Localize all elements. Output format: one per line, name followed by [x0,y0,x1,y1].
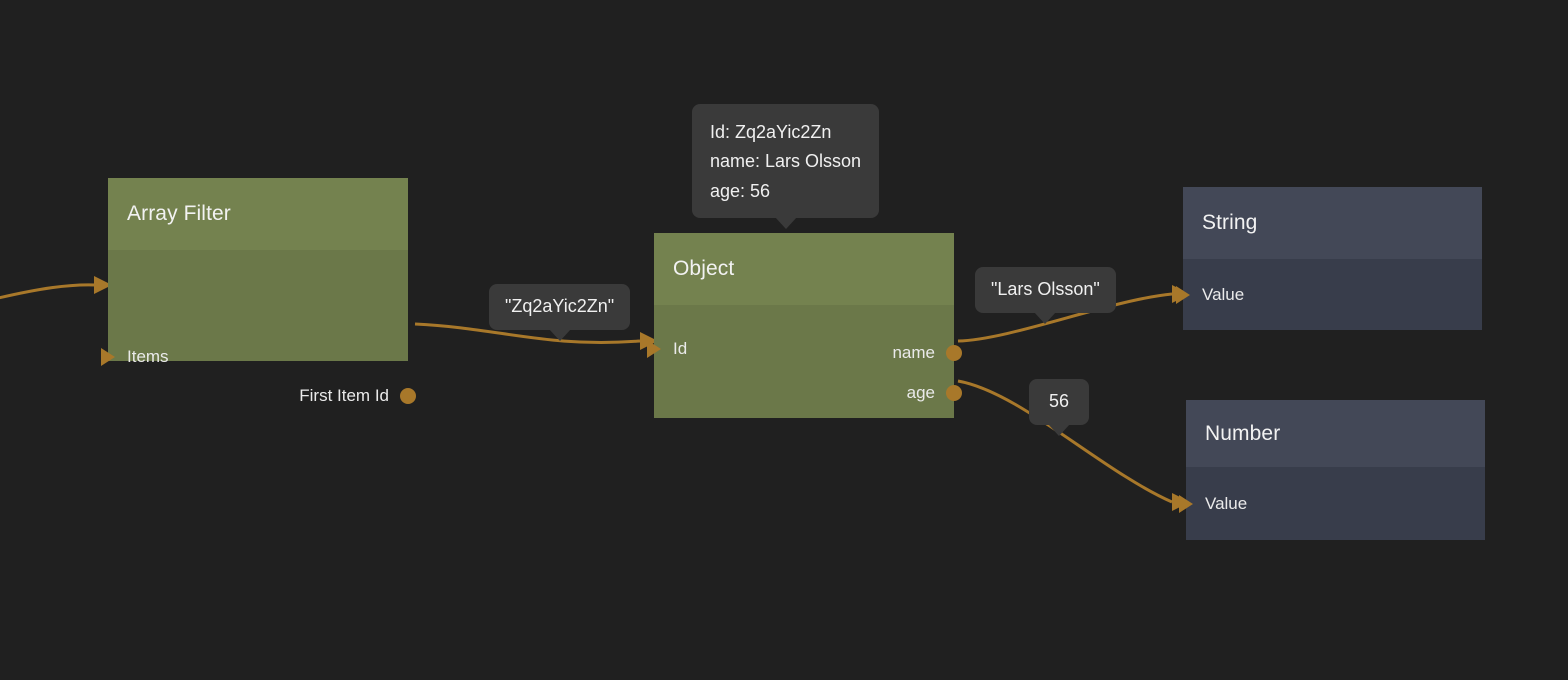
port-out-age-marker[interactable] [946,385,962,401]
node-number-header: Number [1186,400,1485,467]
port-in-string-value[interactable]: Value [1183,283,1244,307]
edge-label-age-value-text: 56 [1049,391,1070,411]
node-array-filter-title: Array Filter [127,202,231,225]
node-number-title: Number [1205,421,1281,445]
port-in-id-label: Id [673,339,688,358]
node-object-title: Object [673,257,735,280]
node-number[interactable]: Number Value [1179,400,1485,540]
port-out-first-item-id-marker[interactable] [400,388,416,404]
node-array-filter-header: Array Filter [108,178,408,250]
edge-label-name-value-text: "Lars Olsson" [991,279,1100,299]
port-in-number-value[interactable]: Value [1186,492,1247,516]
port-out-age-label: age [906,383,935,402]
port-out-name-label: name [892,343,935,362]
node-array-filter-body: Items First Item Id [101,250,416,405]
edge-label-first-item-id: "Zq2aYic2Zn" [489,284,631,341]
object-value-tooltip: Id: Zq2aYic2Zn name: Lars Olsson age: 56 [692,104,880,229]
node-object[interactable]: Object Id name age [647,233,962,418]
node-number-body: Value [1179,467,1485,540]
port-in-items-label: Items [127,347,169,366]
node-string-body: Value [1176,259,1482,330]
port-in-string-value-label: Value [1202,285,1245,304]
tooltip-line-name: name: Lars Olsson [710,151,862,172]
node-string[interactable]: String Value [1176,187,1482,330]
edge-label-first-item-id-text: "Zq2aYic2Zn" [505,296,615,316]
port-in-string-value-marker[interactable] [1176,286,1190,304]
port-in-id[interactable]: Id [654,337,687,361]
port-in-number-value-label: Value [1205,494,1248,513]
port-out-first-item-id[interactable]: First Item Id [299,384,408,408]
node-string-title: String [1202,211,1258,234]
node-object-header: Object [654,233,954,305]
port-out-first-item-id-label: First Item Id [299,386,389,405]
edge-label-name-value: "Lars Olsson" [975,267,1116,324]
port-out-name-marker[interactable] [946,345,962,361]
node-array-filter[interactable]: Array Filter Items First Item Id [101,178,416,405]
node-string-header: String [1183,187,1482,259]
edge-label-age-value: 56 [1029,379,1090,436]
edge-incoming-items [0,283,97,300]
node-object-body: Id name age [647,305,962,418]
port-in-number-value-marker[interactable] [1179,495,1193,513]
port-in-items[interactable]: Items [108,345,169,369]
tooltip-line-id: Id: Zq2aYic2Zn [710,122,832,142]
port-out-age[interactable]: age [907,381,954,405]
port-out-name[interactable]: name [892,341,954,365]
tooltip-line-age: age: 56 [710,180,771,201]
port-in-items-marker[interactable] [101,348,115,366]
port-in-id-marker[interactable] [647,340,661,358]
